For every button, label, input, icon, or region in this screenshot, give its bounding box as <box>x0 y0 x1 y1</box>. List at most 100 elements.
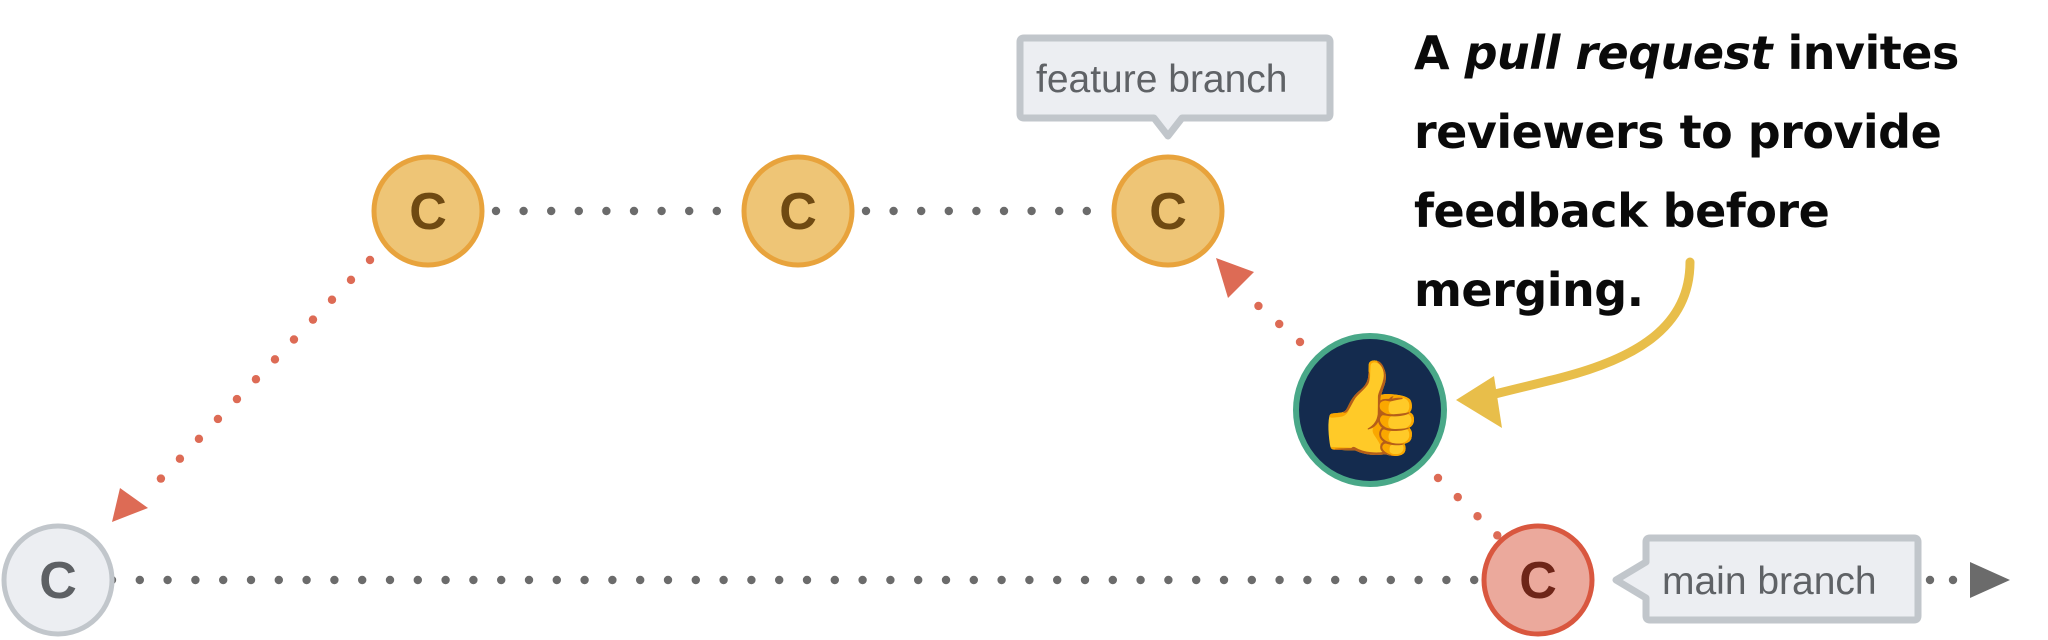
connector-dot <box>1136 575 1145 585</box>
connector-dot <box>219 575 228 585</box>
main-branch-line-tail <box>1925 575 1958 585</box>
connector-dot <box>602 206 611 216</box>
connector-dot <box>552 575 561 585</box>
connector-dot <box>251 375 261 384</box>
commit-label: C <box>409 183 447 241</box>
connector-dot <box>1082 206 1092 216</box>
connector-dot <box>175 454 185 463</box>
connector-dot <box>274 575 283 585</box>
main-branch-label: main branch <box>1612 534 1922 624</box>
feature-branch-label: feature branch <box>1016 34 1334 140</box>
caption: A pull request invites reviewers to prov… <box>1414 14 2048 330</box>
connector-dot <box>1025 575 1034 585</box>
connector-dot <box>346 275 356 285</box>
feature-branch-line-1 <box>491 206 721 216</box>
connector-dot <box>270 355 280 364</box>
connector-dot <box>1358 575 1368 585</box>
connector-dot <box>385 575 395 585</box>
connector-dot <box>524 575 534 585</box>
connector-dot <box>135 575 144 585</box>
connector-dot <box>194 434 204 444</box>
main-branch-line <box>107 575 1479 585</box>
connector-dot <box>858 575 867 585</box>
commit-node-main-start[interactable]: C <box>1 523 115 637</box>
connector-dot <box>1473 512 1482 521</box>
connector-dot <box>657 206 666 216</box>
caption-line1-rest: invites <box>1771 26 1959 80</box>
connector-dot <box>719 575 728 585</box>
commit-node-main-head[interactable]: C <box>1481 523 1595 637</box>
connector-dot <box>886 575 895 585</box>
commit-label: C <box>39 552 77 610</box>
connector-dot <box>1386 575 1396 585</box>
connector-dot <box>213 414 223 424</box>
connector-dot <box>1053 575 1062 585</box>
connector-dot <box>997 575 1006 585</box>
connector-dot <box>327 295 337 304</box>
connector-dot <box>1303 575 1312 585</box>
feature-branch-line-2 <box>861 206 1092 216</box>
connector-dot <box>830 575 839 585</box>
connector-dot <box>663 575 673 585</box>
connector-dot <box>608 575 617 585</box>
thumbs-up-icon: 👍 <box>1312 354 1428 462</box>
connector-dot <box>519 206 528 216</box>
main-branch-label-text: main branch <box>1662 560 1877 603</box>
connector-dot <box>1247 575 1257 585</box>
connector-dot <box>1275 319 1284 329</box>
caption-line3: feedback before merging. <box>1414 184 1830 317</box>
merge-line-upper <box>1254 301 1305 347</box>
commit-node-feature-3[interactable]: C <box>1111 154 1225 268</box>
commit-label: C <box>1149 183 1187 241</box>
connector-dot <box>1108 575 1118 585</box>
connector-dot <box>547 206 556 216</box>
connector-dot <box>775 575 784 585</box>
connector-dot <box>441 575 450 585</box>
caption-line2: reviewers to provide <box>1414 105 1942 159</box>
connector-dot <box>580 575 589 585</box>
connector-dot <box>469 575 478 585</box>
callout-arrow-head <box>1456 376 1502 428</box>
connector-dot <box>491 206 501 216</box>
connector-dot <box>308 315 318 324</box>
pull-request-review-node[interactable] <box>1293 333 1447 487</box>
commit-node-feature-2[interactable]: C <box>741 154 855 268</box>
connector-dot <box>969 575 978 585</box>
connector-dot <box>636 575 645 585</box>
commit-label: C <box>1519 552 1557 610</box>
connector-dot <box>1027 206 1036 216</box>
connector-dot <box>330 575 339 585</box>
branch-off-line <box>156 255 375 483</box>
connector-dot <box>413 575 422 585</box>
connector-dot <box>685 206 694 216</box>
connector-dot <box>1331 575 1340 585</box>
arrow-head-to-feature-head <box>1216 258 1254 298</box>
connector-dot <box>365 255 375 265</box>
connector-dot <box>302 575 311 585</box>
connector-dot <box>1433 473 1443 483</box>
caption-prefix: A <box>1414 26 1465 80</box>
connector-dot <box>691 575 700 585</box>
connector-dot <box>747 575 756 585</box>
connector-dot <box>917 206 926 216</box>
connector-dot <box>941 575 951 585</box>
connector-dot <box>1080 575 1090 585</box>
connector-dot <box>914 575 923 585</box>
commit-label: C <box>779 183 817 241</box>
connector-dot <box>574 206 583 216</box>
connector-dot <box>802 575 812 585</box>
connector-dot <box>1192 575 1201 585</box>
connector-dot <box>163 575 172 585</box>
callout-arrow <box>1467 257 1695 405</box>
commit-node-feature-1[interactable]: C <box>371 154 485 268</box>
connector-dot <box>1414 575 1423 585</box>
connector-dot <box>629 206 639 216</box>
connector-dot <box>889 206 898 216</box>
connector-dot <box>1453 492 1462 502</box>
connector-dot <box>712 206 721 216</box>
feature-branch-label-text: feature branch <box>1036 58 1288 101</box>
connector-dot <box>1055 206 1064 216</box>
caption-emphasis: pull request <box>1464 26 1773 80</box>
connector-dot <box>1493 531 1502 540</box>
